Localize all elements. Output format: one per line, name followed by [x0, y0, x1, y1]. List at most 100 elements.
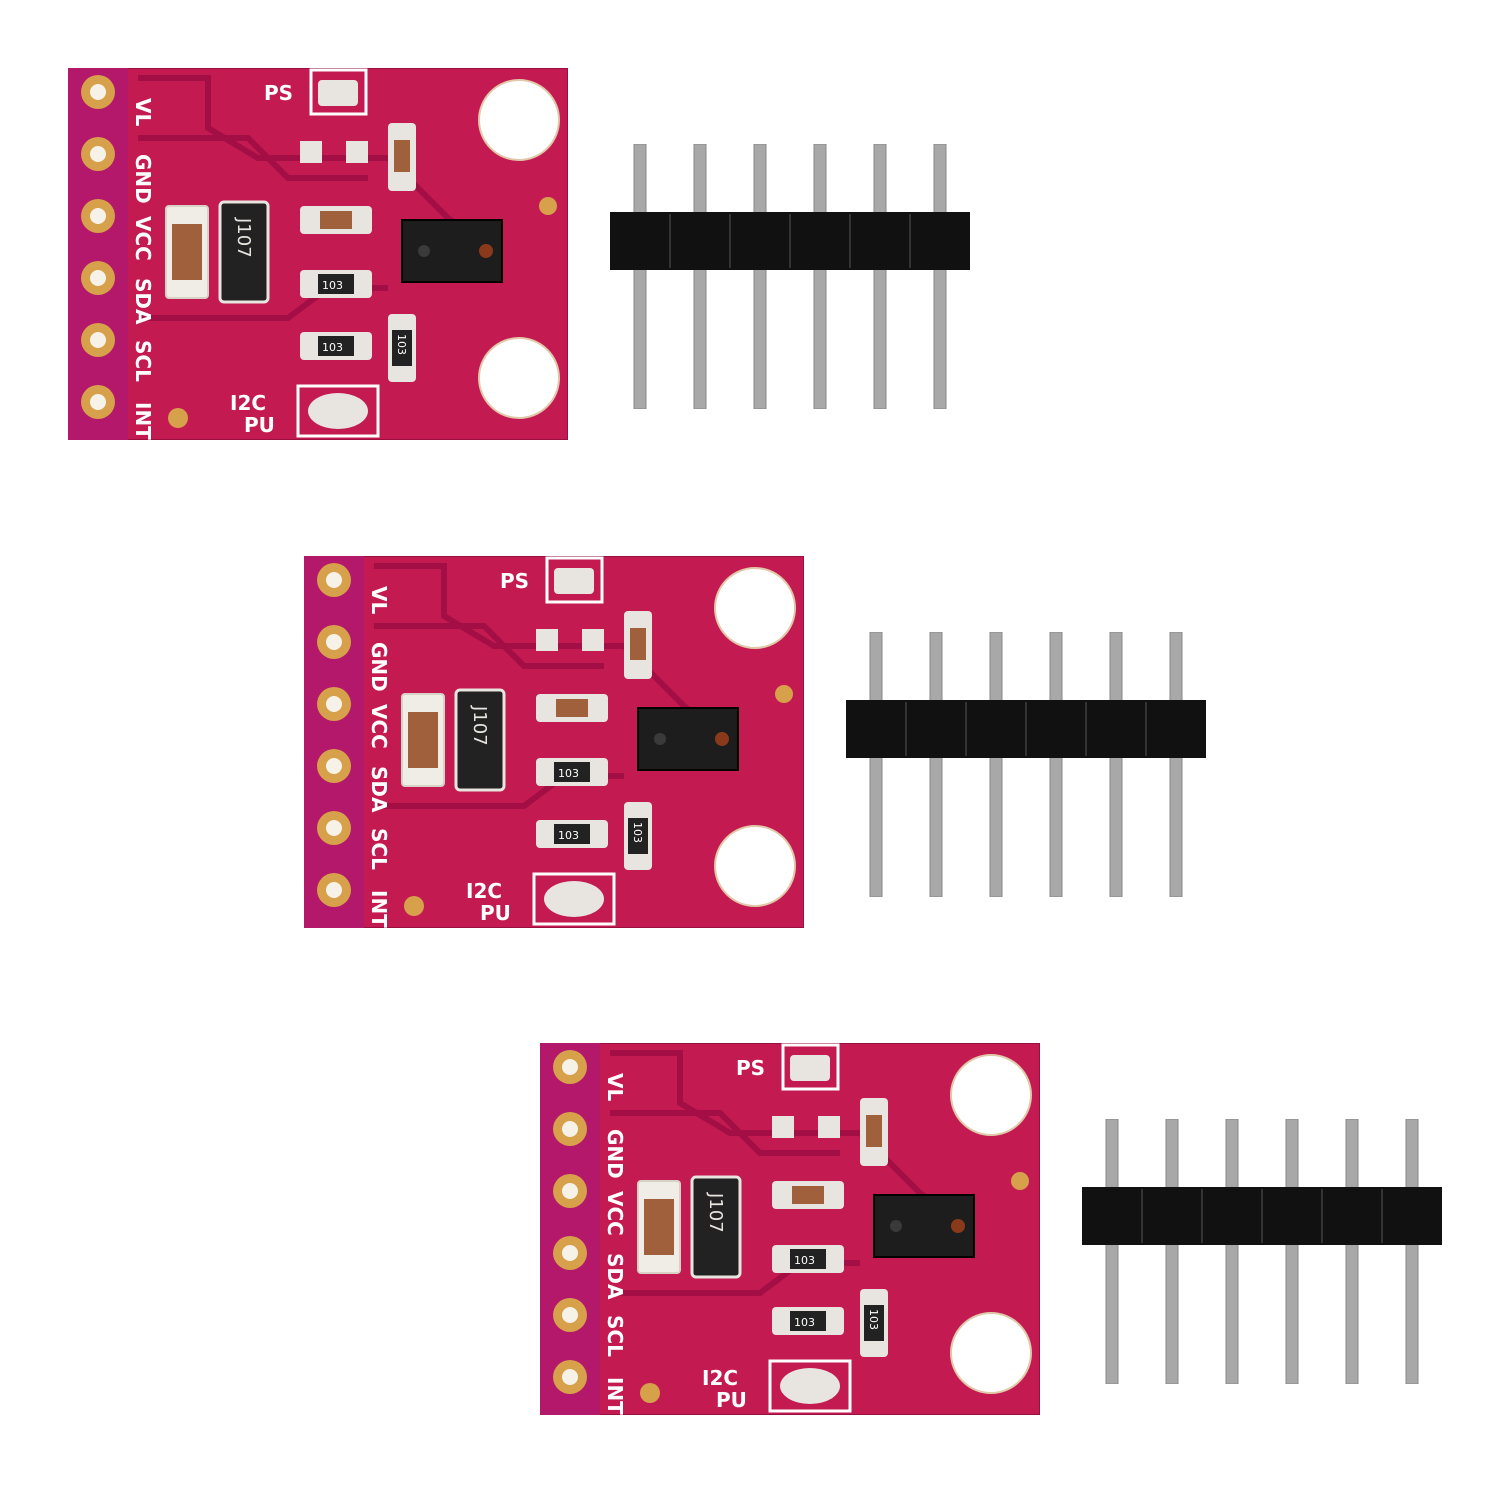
resistor-body	[790, 1311, 826, 1331]
capacitor-body	[644, 1199, 674, 1255]
i2c-jumper-outline	[296, 384, 380, 438]
sensor-led	[715, 732, 729, 746]
chip-marking: J107	[469, 705, 490, 746]
resistor-body	[628, 818, 648, 854]
i2c-label: I2C	[230, 391, 266, 415]
pin-label-int: INT	[367, 890, 391, 928]
pin-label-scl: SCL	[367, 828, 391, 870]
ps-jumper-outline	[309, 68, 368, 116]
resistor-marking: 103	[322, 279, 343, 292]
resistor-marking: 103	[558, 829, 579, 842]
i2c-jumper-outline	[532, 872, 616, 926]
i2c-jumper-pad	[780, 1368, 840, 1404]
i2c-jumper-pad	[544, 881, 604, 917]
pin-label-vl: VL	[367, 586, 391, 614]
resistor-body	[392, 330, 412, 366]
ps-jumper-outline	[781, 1043, 840, 1091]
sensor-window	[654, 733, 666, 745]
smd-pad	[582, 629, 604, 651]
pin-label-sda: SDA	[367, 766, 391, 813]
resistor-body	[864, 1305, 884, 1341]
pin-label-int: INT	[131, 402, 155, 440]
test-pad	[404, 896, 424, 916]
resistor-body	[554, 824, 590, 844]
pin-pads	[317, 563, 351, 907]
pin-label-scl: SCL	[603, 1315, 627, 1357]
pin-label-vcc: VCC	[131, 216, 155, 261]
chip-marking: J107	[705, 1192, 726, 1233]
pin-strip	[540, 1043, 600, 1415]
sensor-board: VL GND VCC SDA SCL INT PS J107 103 103 1…	[540, 1043, 1040, 1415]
capacitor-body	[866, 1115, 882, 1147]
resistor-marking: 103	[631, 822, 644, 843]
pin-label-gnd: GND	[603, 1129, 627, 1179]
smd-pad	[346, 141, 368, 163]
mounting-hole	[714, 825, 796, 907]
pin-strip	[304, 556, 364, 928]
regulator-chip	[690, 1175, 742, 1279]
capacitor-body	[630, 628, 646, 660]
pin-header	[610, 144, 970, 409]
header-pins	[869, 632, 1183, 897]
mounting-hole	[478, 79, 560, 161]
resistor-body	[790, 1249, 826, 1269]
chip-marking: J107	[233, 217, 254, 258]
smd-pad	[300, 141, 322, 163]
resistor-marking: 103	[867, 1309, 880, 1330]
pin-strip	[68, 68, 128, 440]
header-segments	[1141, 1189, 1383, 1243]
resistor-marking: 103	[558, 767, 579, 780]
capacitor-body	[394, 140, 410, 172]
pu-label: PU	[480, 901, 511, 925]
test-pad	[539, 197, 557, 215]
i2c-label: I2C	[702, 1366, 738, 1390]
regulator-chip	[454, 688, 506, 792]
resistor-marking: 103	[322, 341, 343, 354]
pin-label-vcc: VCC	[603, 1191, 627, 1236]
test-pad	[640, 1383, 660, 1403]
test-pad	[775, 685, 793, 703]
resistor-marking: 103	[794, 1316, 815, 1329]
pin-label-vl: VL	[131, 98, 155, 126]
resistor-body	[554, 762, 590, 782]
i2c-jumper-outline	[768, 1359, 852, 1413]
sensor-board: VL GND VCC SDA SCL INT PS J107 103 103 1…	[304, 556, 804, 928]
sensor-window	[890, 1220, 902, 1232]
sensor-led	[951, 1219, 965, 1233]
capacitor-body	[320, 211, 352, 229]
pu-label: PU	[716, 1388, 747, 1412]
pin-label-gnd: GND	[367, 642, 391, 692]
header-segments	[905, 702, 1147, 756]
pin-pads	[553, 1050, 587, 1394]
capacitor-body	[172, 224, 202, 280]
ps-jumper-outline	[545, 556, 604, 604]
sensor-led	[479, 244, 493, 258]
header-pins	[633, 144, 947, 409]
pu-label: PU	[244, 413, 275, 437]
capacitor-body	[408, 712, 438, 768]
i2c-label: I2C	[466, 879, 502, 903]
mounting-hole	[950, 1312, 1032, 1394]
sensor-window	[418, 245, 430, 257]
resistor-body	[318, 274, 354, 294]
resistor-body	[318, 336, 354, 356]
mounting-hole	[478, 337, 560, 419]
ps-label: PS	[736, 1056, 765, 1080]
header-pins	[1105, 1119, 1419, 1384]
trace	[138, 135, 368, 181]
pin-pads	[81, 75, 115, 419]
smd-pad	[772, 1116, 794, 1138]
smd-pad	[536, 629, 558, 651]
ps-jumper-pad	[554, 568, 594, 594]
mounting-hole	[714, 567, 796, 649]
ps-jumper-pad	[790, 1055, 830, 1081]
resistor-marking: 103	[395, 334, 408, 355]
sensor-board: VL GND VCC SDA SCL INT PS J107 103 103 1…	[68, 68, 568, 440]
trace	[374, 623, 604, 669]
pin-label-sda: SDA	[131, 278, 155, 325]
pin-label-scl: SCL	[131, 340, 155, 382]
capacitor-body	[556, 699, 588, 717]
i2c-jumper-pad	[308, 393, 368, 429]
pin-label-sda: SDA	[603, 1253, 627, 1300]
smd-pad	[818, 1116, 840, 1138]
